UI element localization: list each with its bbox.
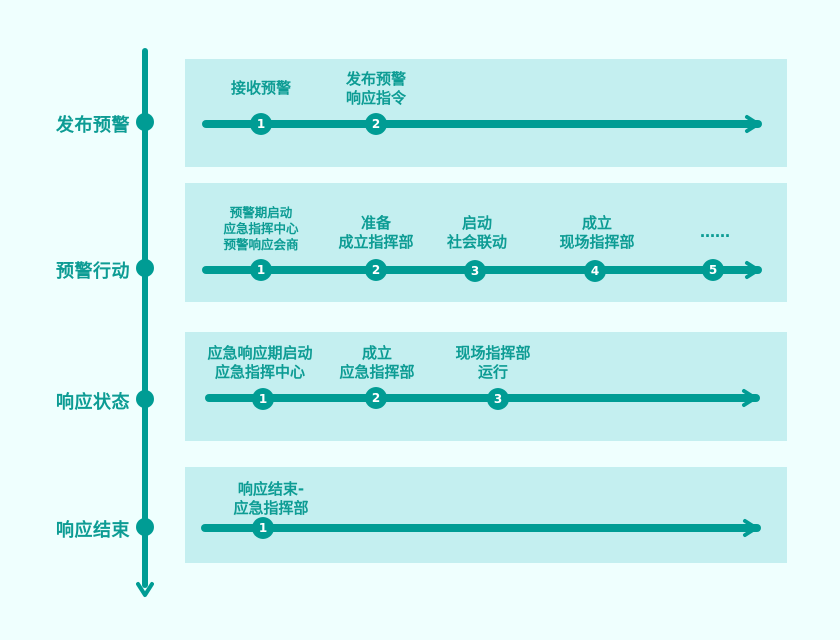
stage-label: 响应状态 xyxy=(56,392,130,413)
stage-label: 响应结束 xyxy=(56,520,130,541)
step-caption: 预警期启动 应急指挥中心 预警响应会商 xyxy=(223,205,299,252)
arrow-right-icon xyxy=(743,519,758,537)
step-node: 4 xyxy=(584,260,606,282)
stage-panel-response-state: 应急响应期启动 应急指挥中心 1 成立 应急指挥部 2 现场指挥部 运行 3 xyxy=(185,332,787,441)
step-node: 3 xyxy=(487,388,509,410)
step-node: 1 xyxy=(252,388,274,410)
stage-panel-publish-warning: 接收预警 1 发布预警 响应指令 2 xyxy=(185,59,787,167)
stage-line xyxy=(201,524,761,532)
step-caption: 发布预警 响应指令 xyxy=(345,70,407,107)
stage-dot xyxy=(136,113,154,131)
step-node: 5 xyxy=(702,259,724,281)
arrow-right-icon xyxy=(742,389,757,407)
step-caption: 应急响应期启动 应急指挥中心 xyxy=(207,344,313,381)
timeline-arrow-down-icon xyxy=(136,582,154,597)
stage-dot xyxy=(136,518,154,536)
arrow-right-icon xyxy=(745,261,760,279)
stage-dot xyxy=(136,390,154,408)
step-caption: 成立 应急指挥部 xyxy=(339,344,415,381)
step-caption: …… xyxy=(700,223,730,241)
main-timeline xyxy=(142,48,148,588)
step-caption: 接收预警 xyxy=(230,79,292,97)
stage-line xyxy=(205,394,760,402)
step-node: 2 xyxy=(365,113,387,135)
step-caption: 现场指挥部 运行 xyxy=(455,344,531,381)
step-caption: 响应结束- 应急指挥部 xyxy=(233,480,309,517)
step-node: 1 xyxy=(250,113,272,135)
stage-label: 发布预警 xyxy=(56,115,130,136)
step-node: 1 xyxy=(250,259,272,281)
step-node: 2 xyxy=(365,387,387,409)
step-node: 1 xyxy=(252,517,274,539)
step-caption: 启动 社会联动 xyxy=(446,214,508,251)
stage-panel-response-end: 响应结束- 应急指挥部 1 xyxy=(185,467,787,563)
stage-line xyxy=(202,120,762,128)
step-caption: 准备 成立指挥部 xyxy=(338,214,414,251)
stage-label: 预警行动 xyxy=(56,261,130,282)
step-node: 3 xyxy=(464,260,486,282)
step-node: 2 xyxy=(365,259,387,281)
arrow-right-icon xyxy=(745,115,760,133)
stage-dot xyxy=(136,259,154,277)
step-caption: 成立 现场指挥部 xyxy=(559,214,635,251)
stage-panel-warning-action: 预警期启动 应急指挥中心 预警响应会商 1 准备 成立指挥部 2 启动 社会联动… xyxy=(185,183,787,302)
